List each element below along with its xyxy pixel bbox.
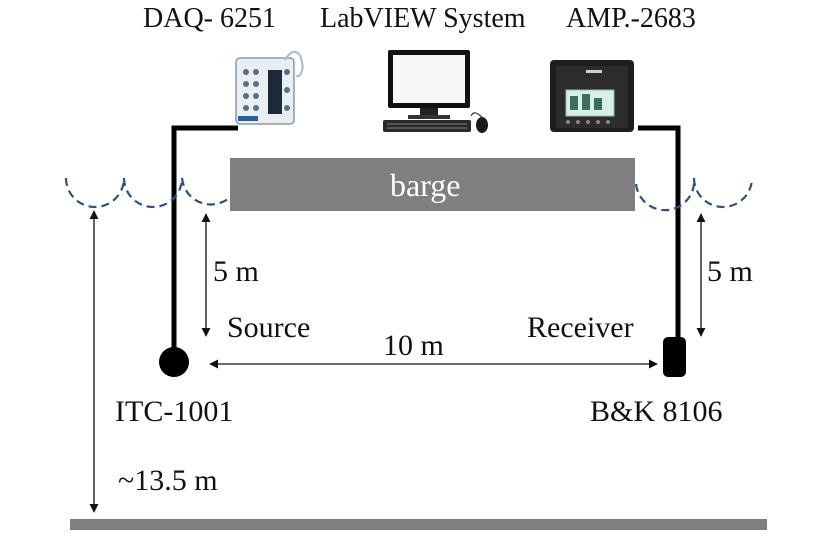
amplifier-icon bbox=[550, 60, 634, 132]
computer-icon bbox=[383, 50, 488, 133]
receiver-hydrophone bbox=[663, 337, 686, 377]
seabed bbox=[70, 519, 767, 530]
barge-label: barge bbox=[390, 167, 460, 203]
source-transducer bbox=[159, 347, 189, 377]
system-label: LabVIEW System bbox=[320, 3, 526, 34]
right-cable bbox=[638, 125, 681, 338]
water-depth-label: ~13.5 m bbox=[118, 464, 218, 497]
separation-label: 10 m bbox=[383, 329, 444, 362]
source-model-label: ITC-1001 bbox=[115, 395, 233, 428]
amp-label: AMP.-2683 bbox=[566, 3, 696, 34]
source-label: Source bbox=[227, 311, 310, 344]
right-depth-label: 5 m bbox=[707, 255, 753, 288]
barge bbox=[230, 158, 635, 211]
daq-device-icon bbox=[235, 51, 304, 125]
left-cable bbox=[171, 125, 238, 348]
left-water-surface bbox=[64, 177, 237, 209]
left-depth-label: 5 m bbox=[213, 255, 259, 288]
receiver-label: Receiver bbox=[527, 311, 634, 344]
receiver-model-label: B&K 8106 bbox=[590, 395, 723, 428]
daq-label: DAQ- 6251 bbox=[143, 3, 276, 34]
right-water-surface bbox=[634, 177, 754, 212]
